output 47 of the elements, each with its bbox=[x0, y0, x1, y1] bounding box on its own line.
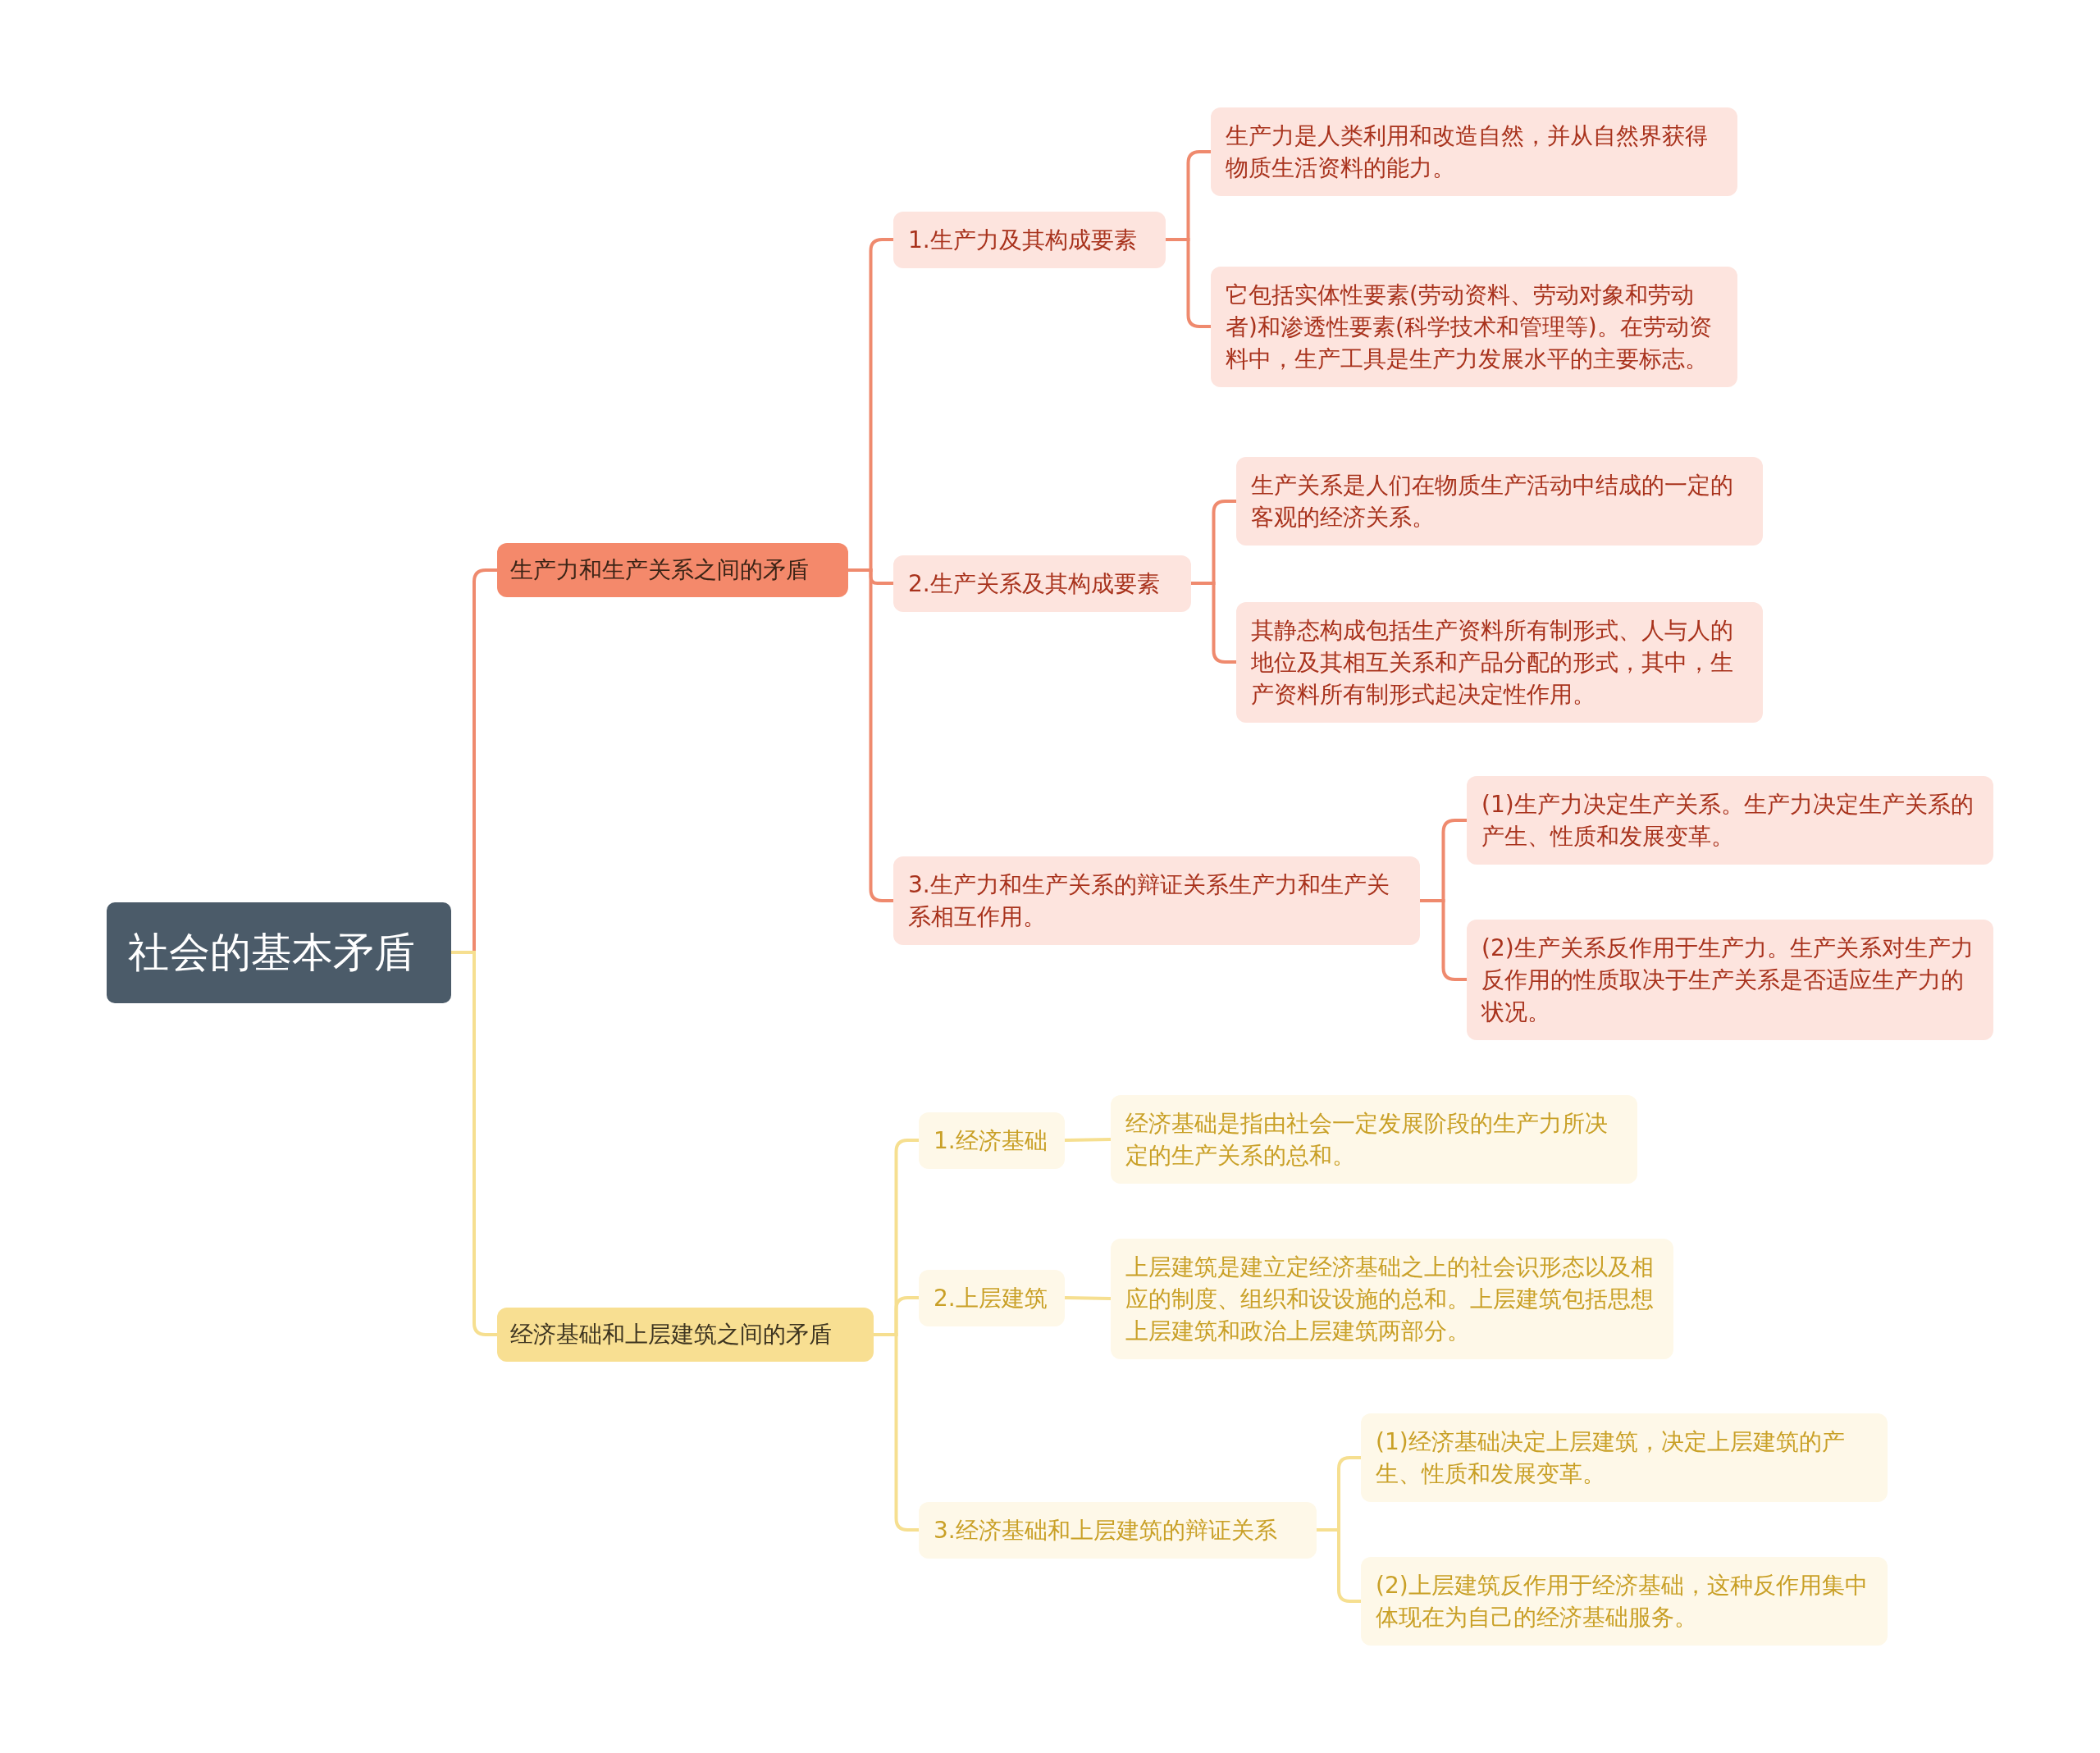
connector-line bbox=[1166, 238, 1211, 328]
subtopic-box bbox=[893, 555, 1191, 612]
topic-text: 生产关系是人们在物质生产活动中结成的一定的客观的经济关系。 bbox=[1251, 471, 1734, 532]
connector-line bbox=[1191, 582, 1236, 664]
topic-text: 社会的基本矛盾 bbox=[128, 927, 415, 978]
topic-text: (1)经济基础决定上层建筑，决定上层建筑的产生、性质和发展变革。 bbox=[1376, 1427, 1846, 1489]
subtopic-box bbox=[1467, 919, 1993, 1040]
topic-text: (2)生产关系反作用于生产力。生产关系对生产力反作用的性质取决于生产关系是否适应生产力的状况。 bbox=[1481, 933, 1974, 1027]
main-topic-box bbox=[497, 543, 848, 597]
subtopic-box bbox=[919, 1112, 1065, 1169]
subtopic-box bbox=[1236, 457, 1763, 546]
topic-text: 上层建筑是建立定经济基础之上的社会识形态以及相应的制度、组织和设设施的总和。上层建筑包括思想上层建筑和政治上层建筑两部分。 bbox=[1125, 1252, 1655, 1346]
connector-line bbox=[874, 1333, 919, 1532]
main-topic-box bbox=[497, 1308, 874, 1362]
topic-text: 生产力和生产关系之间的矛盾 bbox=[510, 555, 809, 585]
topic-text: 1.生产力及其构成要素 bbox=[908, 225, 1137, 255]
connector-line bbox=[1317, 1528, 1361, 1603]
topic-text: 2.上层建筑 bbox=[934, 1283, 1048, 1313]
subtopic-box bbox=[919, 1269, 1065, 1326]
topic-text: (1)生产力决定生产关系。生产力决定生产关系的产生、性质和发展变革。 bbox=[1481, 790, 1974, 851]
subtopic-box bbox=[1467, 776, 1993, 865]
topic-text: 2.生产关系及其构成要素 bbox=[908, 568, 1160, 599]
topic-text: 1.经济基础 bbox=[934, 1125, 1048, 1156]
connector-line bbox=[1064, 1138, 1112, 1142]
connector-line bbox=[1420, 899, 1467, 981]
topic-text: 其静态构成包括生产资料所有制形式、人与人的地位及其相互关系和产品分配的形式，其中，生产资料所有制形式起决定性作用。 bbox=[1251, 615, 1734, 710]
connector-line bbox=[451, 951, 497, 1336]
subtopic-box bbox=[1236, 601, 1763, 723]
topic-text: 经济基础是指由社会一定发展阶段的生产力所决定的生产关系的总和。 bbox=[1125, 1109, 1609, 1171]
subtopic-box bbox=[1361, 1557, 1888, 1646]
subtopic-box bbox=[1361, 1413, 1888, 1502]
subtopic-box bbox=[893, 856, 1420, 945]
subtopic-box bbox=[1111, 1238, 1673, 1359]
topic-text: 生产力是人类利用和改造自然，并从自然界获得物质生活资料的能力。 bbox=[1226, 121, 1709, 183]
topic-text: (2)上层建筑反作用于经济基础，这种反作用集中体现在为自己的经济基础服务。 bbox=[1376, 1571, 1869, 1632]
subtopic-box bbox=[1211, 266, 1737, 387]
subtopic-box bbox=[893, 211, 1166, 268]
topic-text: 3.生产力和生产关系的辩证关系生产力和生产关系相互作用。 bbox=[908, 870, 1390, 932]
subtopic-box bbox=[1211, 107, 1737, 196]
subtopic-box bbox=[919, 1501, 1317, 1559]
central-topic-box bbox=[107, 902, 451, 1003]
topic-text: 3.经济基础和上层建筑的辩证关系 bbox=[934, 1515, 1277, 1545]
connector-line bbox=[848, 568, 893, 902]
topic-text: 经济基础和上层建筑之间的矛盾 bbox=[510, 1320, 832, 1349]
subtopic-box bbox=[1111, 1095, 1637, 1184]
topic-text: 它包括实体性要素(劳动资料、劳动对象和劳动者)和渗透性要素(科学技术和管理等)。在劳动资料中，生产工具是生产力发展水平的主要标志。 bbox=[1226, 280, 1713, 374]
connector-line bbox=[1064, 1296, 1112, 1300]
